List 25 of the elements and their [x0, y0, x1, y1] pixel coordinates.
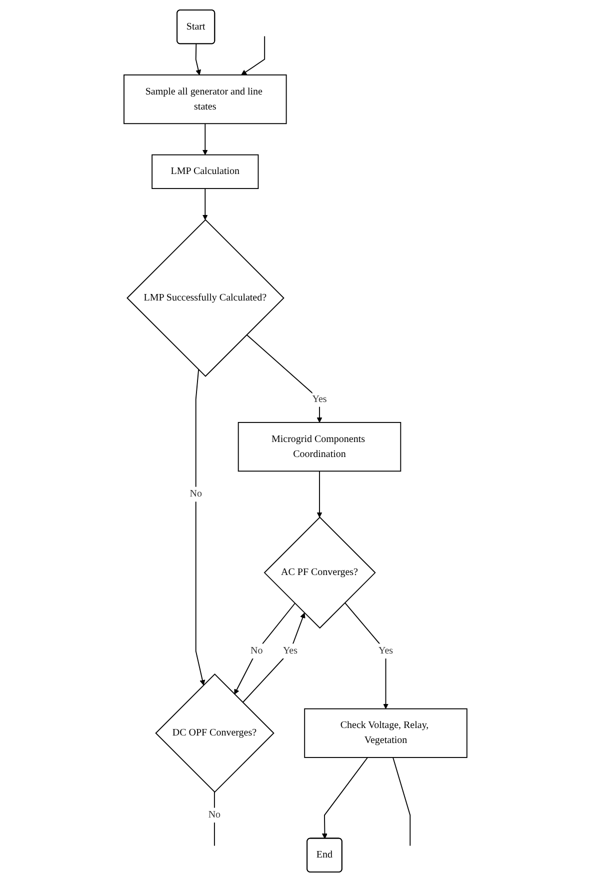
arrow — [242, 612, 305, 703]
arrow — [194, 369, 205, 686]
arrow — [322, 757, 368, 839]
arrow — [234, 602, 295, 694]
node-diamond: DC OPF Converges? — [154, 674, 274, 793]
edge-label: No — [189, 488, 202, 500]
node-diamond: LMP Successfully Calculated? — [126, 219, 284, 377]
arrow — [240, 36, 265, 76]
edge-label: Yes — [312, 394, 326, 404]
arrow — [202, 188, 208, 220]
node-box: Sample all generator and line states — [123, 74, 286, 124]
arrow — [246, 334, 322, 423]
edge-label: Yes — [282, 645, 298, 656]
arrow — [194, 44, 201, 76]
node-box: LMP Calculation — [151, 154, 258, 189]
node-box: Check Voltage, Relay, Vegetation — [304, 708, 467, 758]
edge-label: Yes — [378, 645, 393, 656]
arrow — [344, 602, 388, 710]
arrow — [316, 470, 322, 518]
edge-label: No — [250, 645, 262, 656]
arrow — [202, 123, 208, 156]
connector — [392, 757, 410, 846]
node-box: Microgrid Components Coordination — [237, 422, 401, 472]
node-diamond: AC PF Converges? — [263, 516, 376, 629]
edge-label: No — [208, 810, 220, 820]
